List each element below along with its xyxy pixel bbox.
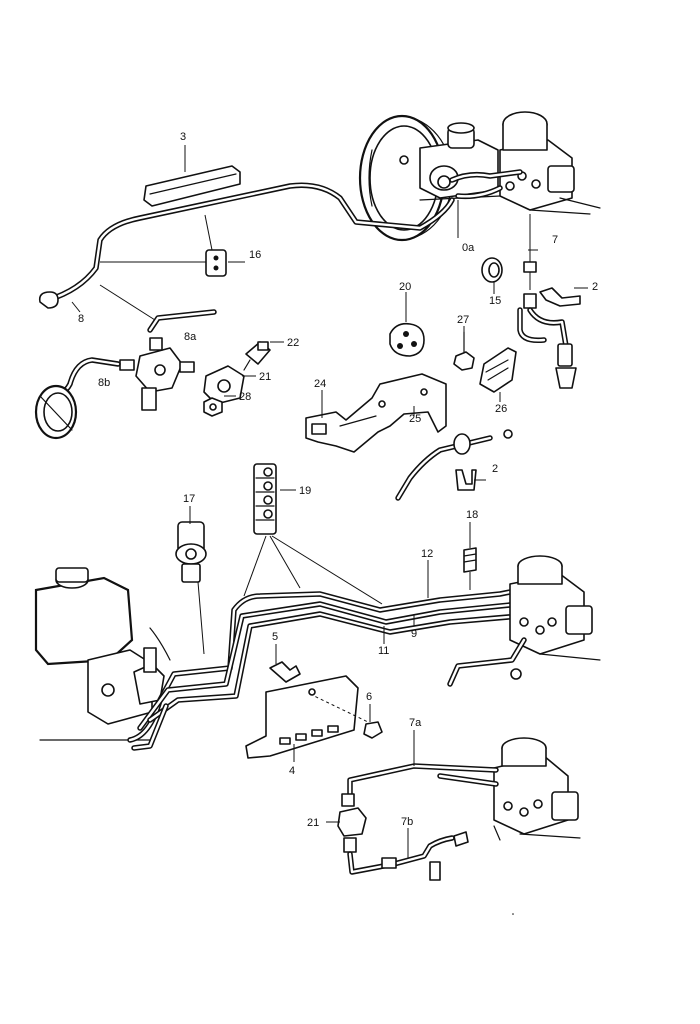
part-22-switch [245,341,271,365]
label-7b: 7b [401,816,413,828]
stray-dot [512,913,514,915]
label-26: 26 [495,403,507,415]
label-12: 12 [421,548,433,560]
label-7: 7 [552,234,558,246]
part-17-pressure-switch [175,521,207,583]
part-21-regulator-bottom [337,793,367,853]
part-7b-hose [381,831,469,881]
part-5-clip [269,661,301,683]
brake-line-bundle [127,587,523,751]
brake-disc-left [34,384,78,440]
part-8-bracket [38,291,59,309]
part-19-clip-block [253,463,277,535]
label-15: 15 [489,295,501,307]
hose-grommet-mid [453,429,513,455]
part-6-screw [309,693,383,739]
label-25: 25 [409,413,421,425]
label-20: 20 [399,281,411,293]
label-16: 16 [249,249,261,261]
part-15-grommet [481,257,503,283]
master-cylinder-top [419,122,501,201]
part-labels: 3 16 8 8a 8b 22 21 28 0a 7 2 15 20 27 24… [78,131,598,829]
label-27: 27 [457,314,469,326]
part-16-clip [205,249,227,277]
brake-lines-top [45,169,523,303]
label-17: 17 [183,493,195,505]
label-0a: 0a [462,242,475,254]
part-20-mount [389,322,425,357]
label-21-bottom: 21 [307,817,319,829]
label-9: 9 [411,628,417,640]
label-2-top: 2 [592,281,598,293]
label-5: 5 [272,631,278,643]
part-18-spring-clip [463,547,477,573]
part-7-brake-hose [517,214,577,389]
part-26-heat-shield [479,347,517,393]
label-4: 4 [289,765,295,777]
label-8: 8 [78,313,84,325]
label-21-top: 21 [259,371,271,383]
part-28-nut [203,397,223,417]
abs-unit-bottom [493,737,581,841]
label-28: 28 [239,391,251,403]
label-8a: 8a [184,331,197,343]
label-11: 11 [378,645,389,657]
label-22: 22 [287,337,299,349]
part-4-bracket-plate [245,675,359,759]
part-3-pipe-cover [143,165,241,207]
label-2-mid: 2 [492,463,498,475]
part-24-25-bracket [305,373,447,453]
part-2-clip-top [539,287,581,307]
label-7a: 7a [409,717,422,729]
label-18: 18 [466,509,478,521]
label-8b: 8b [98,377,110,389]
label-19: 19 [299,485,311,497]
label-24: 24 [314,378,326,390]
abs-unit-mid [509,555,601,680]
label-3: 3 [180,131,186,143]
master-cylinder-mid [34,567,171,741]
abs-unit-top [499,111,601,215]
part-2-clip-mid [455,469,477,491]
proportioning-valve [119,337,195,411]
label-6: 6 [366,691,372,703]
part-21-pressure-regulator [203,365,245,405]
